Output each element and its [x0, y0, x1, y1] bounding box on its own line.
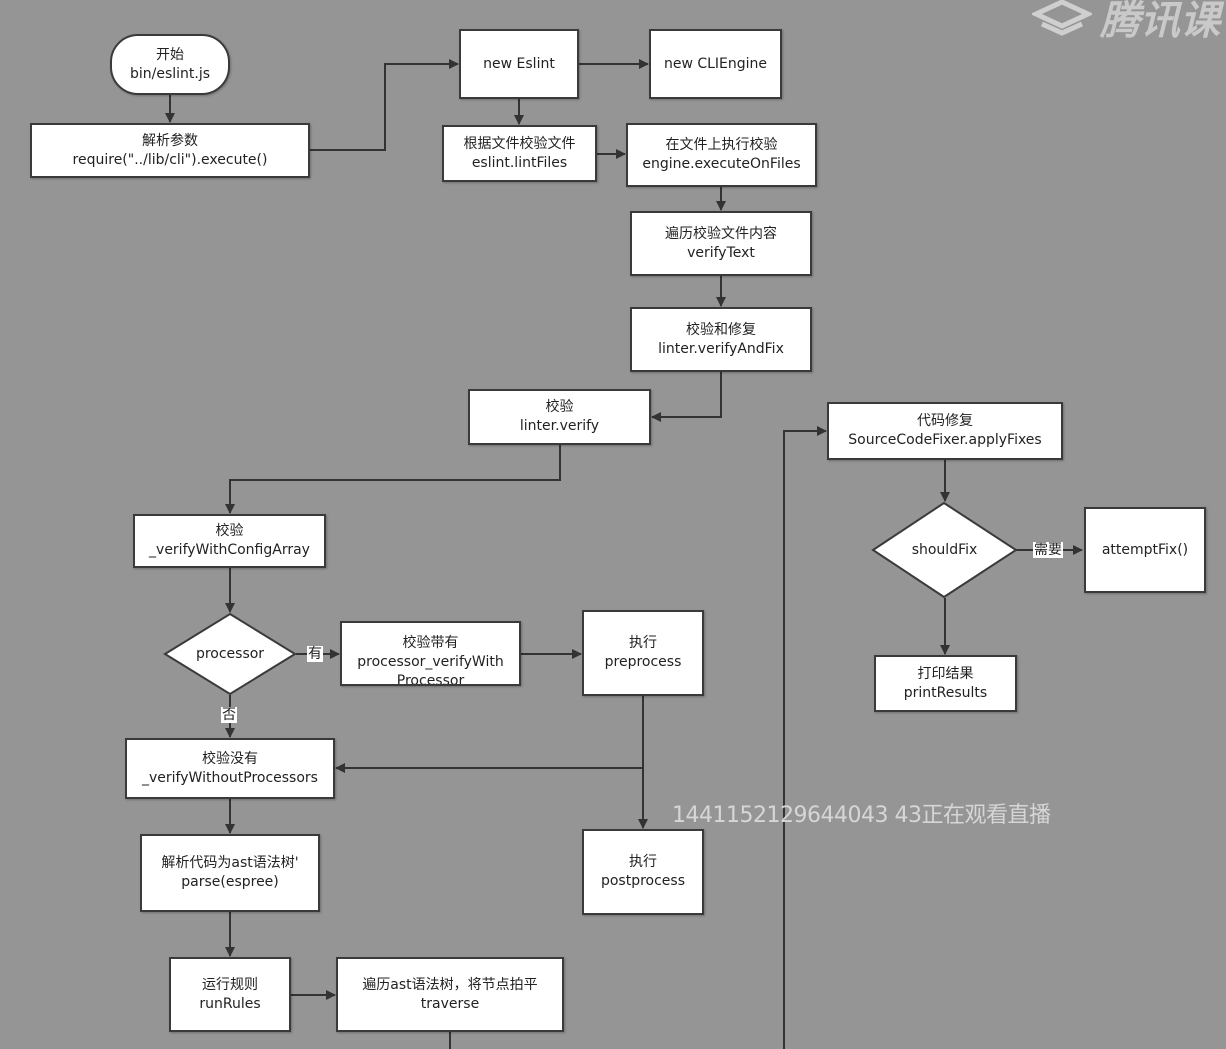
node-preprocess-line2: preprocess [604, 654, 682, 670]
node-linter-verify: 校验 linter.verify [468, 389, 651, 445]
node-execute-on-files-line2: engine.executeOnFiles [642, 156, 801, 172]
node-verify-config-array-line1: 校验 [215, 523, 244, 539]
node-verify-config-array-line2: _verifyWithConfigArray [149, 542, 310, 558]
node-verify-config-array: 校验 _verifyWithConfigArray [133, 514, 326, 568]
node-traverse: 遍历ast语法树，将节点拍平 traverse [336, 957, 564, 1032]
decision-processor-shape [163, 612, 297, 696]
node-print-results-line2: printResults [903, 684, 988, 701]
edge-label-processor-no: 否 [221, 707, 237, 723]
node-postprocess-line1: 执行 [629, 854, 657, 870]
node-execute-on-files-line1: 在文件上执行校验 [665, 137, 778, 153]
node-preprocess: 执行 preprocess [582, 610, 704, 696]
node-preprocess-line1: 执行 [629, 635, 657, 651]
node-lint-files-line2: eslint.lintFiles [471, 154, 568, 171]
decision-processor-label: processor [195, 646, 265, 662]
node-parse-args-line2: require("../lib/cli").execute() [72, 151, 268, 168]
node-attempt-fix-line1: attemptFix() [1101, 541, 1189, 558]
node-print-results: 打印结果 printResults [874, 655, 1017, 712]
node-apply-fixes-line2: SourceCodeFixer.applyFixes [848, 432, 1042, 448]
node-new-cliengine: new CLIEngine [649, 29, 782, 99]
node-verify-with-processor-line3: Processor [396, 673, 465, 686]
decision-should-fix-label: shouldFix [911, 542, 978, 558]
node-postprocess-line2: postprocess [600, 873, 686, 889]
node-lint-files: 根据文件校验文件 eslint.lintFiles [442, 125, 597, 182]
node-verify-with-processor-line1: 校验带有 [402, 635, 459, 651]
edge-loop-applyfixes [783, 426, 827, 1049]
edge-label-processor-yes: 有 [307, 646, 323, 662]
node-run-rules-line2: runRules [199, 995, 261, 1012]
node-new-cliengine-line1: new CLIEngine [663, 55, 768, 72]
node-start-line2: bin/eslint.js [129, 65, 211, 82]
node-verify-and-fix-line1: 校验和修复 [686, 321, 756, 338]
tencent-classroom-logo-icon [1032, 0, 1092, 36]
node-postprocess: 执行 postprocess [582, 829, 704, 915]
node-verify-text: 遍历校验文件内容 verifyText [630, 211, 812, 276]
node-linter-verify-line2: linter.verify [519, 418, 600, 434]
node-traverse-line2: traverse [420, 996, 480, 1012]
node-apply-fixes-line1: 代码修复 [917, 413, 973, 429]
node-verify-without-processors: 校验没有 _verifyWithoutProcessors [125, 738, 335, 799]
edge-parse-neweslint [309, 59, 459, 151]
node-parse-args-line1: 解析参数 [142, 132, 198, 149]
node-lint-files-line1: 根据文件校验文件 [463, 135, 576, 152]
brand-text: 腾讯课 [1100, 0, 1220, 44]
node-run-rules: 运行规则 runRules [169, 957, 291, 1032]
node-parse-args: 解析参数 require("../lib/cli").execute() [30, 123, 310, 178]
node-verify-text-line2: verifyText [687, 244, 755, 261]
node-verify-without-processors-line2: _verifyWithoutProcessors [142, 769, 318, 786]
node-parse-ast: 解析代码为ast语法树' parse(espree) [140, 834, 320, 912]
node-apply-fixes: 代码修复 SourceCodeFixer.applyFixes [827, 402, 1063, 460]
node-verify-with-processor: 校验带有 processor_verifyWith Processor [340, 621, 521, 686]
node-verify-with-processor-line2: processor_verifyWith [357, 654, 504, 670]
edge-label-shouldfix-yes: 需要 [1033, 542, 1063, 558]
node-new-eslint: new Eslint [459, 29, 579, 99]
node-new-eslint-line1: new Eslint [483, 55, 555, 72]
node-verify-and-fix-line2: linter.verifyAndFix [658, 340, 784, 357]
decision-processor: processor [163, 612, 297, 696]
node-parse-ast-line1: 解析代码为ast语法树' [161, 855, 299, 871]
node-parse-ast-line2: parse(espree) [181, 874, 279, 890]
node-execute-on-files: 在文件上执行校验 engine.executeOnFiles [626, 123, 817, 187]
node-verify-without-processors-line1: 校验没有 [202, 750, 258, 767]
node-start: 开始 bin/eslint.js [110, 34, 230, 95]
node-attempt-fix: attemptFix() [1084, 507, 1206, 593]
node-start-line1: 开始 [156, 46, 184, 63]
node-run-rules-line1: 运行规则 [202, 976, 258, 993]
live-viewer-watermark: 1441152129644043 43正在观看直播 [672, 803, 1051, 828]
edge-verify-configarray [225, 445, 561, 514]
decision-should-fix: shouldFix [871, 501, 1018, 599]
node-linter-verify-line1: 校验 [545, 399, 574, 415]
node-verify-text-line1: 遍历校验文件内容 [665, 225, 777, 242]
node-print-results-line1: 打印结果 [917, 665, 974, 682]
node-traverse-line1: 遍历ast语法树，将节点拍平 [362, 977, 538, 993]
edge-verifyandfix-verify [651, 372, 722, 422]
node-verify-and-fix: 校验和修复 linter.verifyAndFix [630, 307, 812, 372]
decision-should-fix-shape [871, 501, 1018, 599]
